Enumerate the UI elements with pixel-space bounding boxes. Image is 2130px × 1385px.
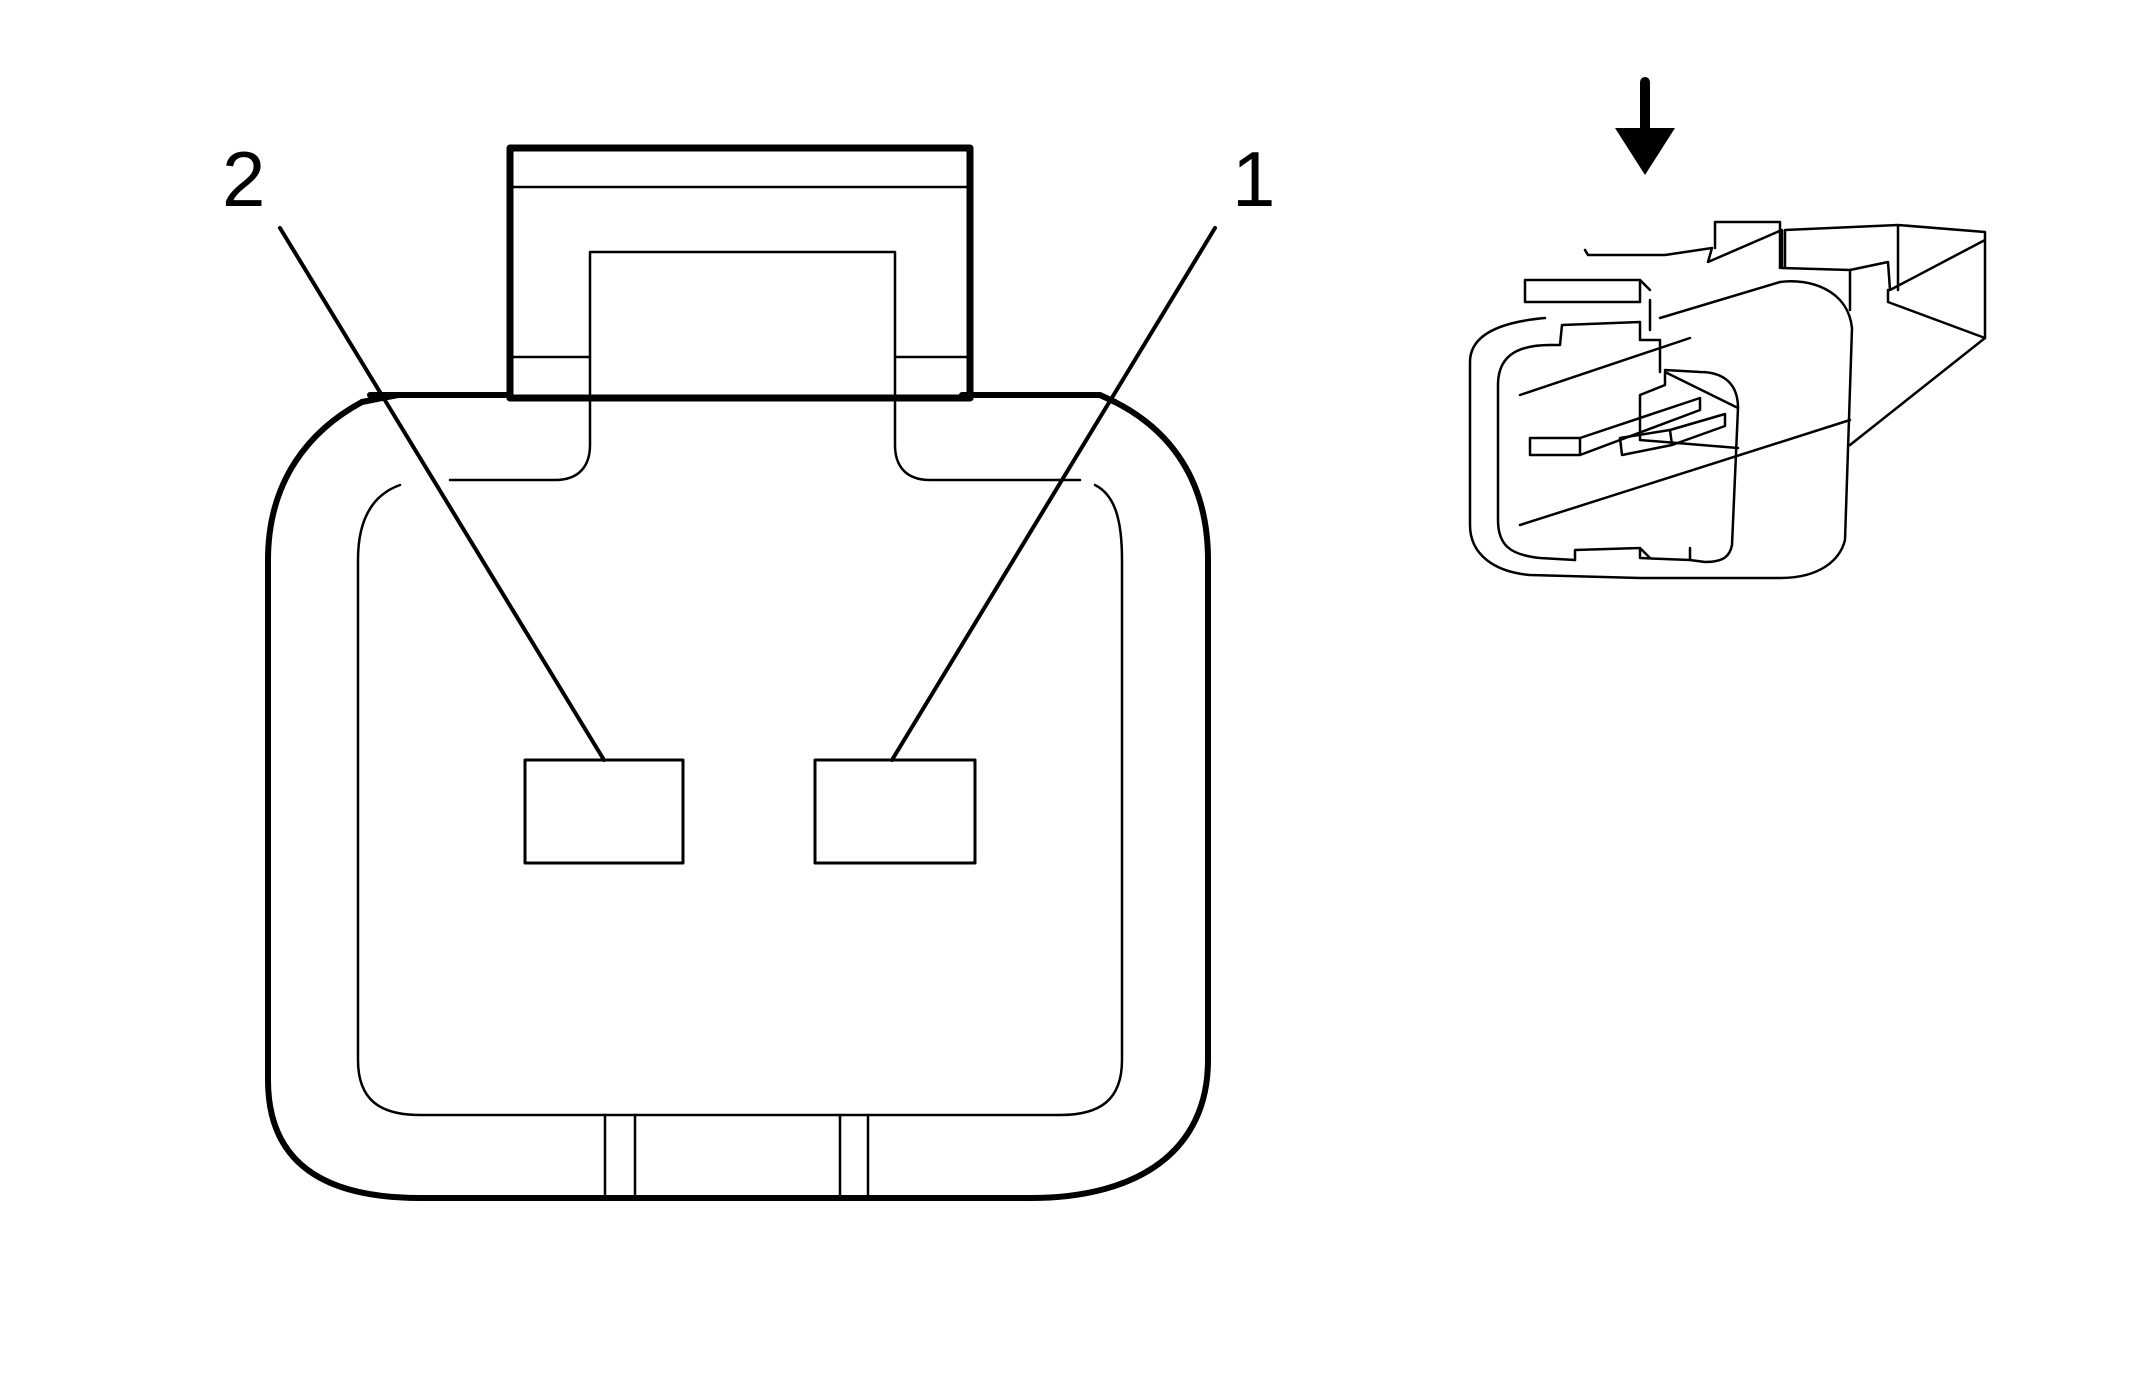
isometric-body-top-ridge bbox=[1713, 220, 1987, 292]
isometric-body-top bbox=[1583, 228, 1987, 340]
connector-housing-outer bbox=[265, 392, 1211, 1201]
connector-inner-cavity bbox=[356, 250, 1124, 1117]
terminal-cavity-pin-1 bbox=[813, 758, 977, 865]
connector-housing-top-right bbox=[962, 392, 1118, 405]
leader-line-pin-1 bbox=[890, 226, 1217, 762]
pin-label-2: 2 bbox=[222, 135, 265, 223]
bottom-keyway bbox=[603, 1113, 870, 1200]
connector-housing-top-left bbox=[359, 392, 513, 405]
terminal-cavity-pin-2 bbox=[523, 758, 685, 865]
connector-isometric-view bbox=[1468, 77, 1987, 580]
isometric-cavity-depth bbox=[1518, 336, 1852, 527]
isometric-frame-inner bbox=[1496, 343, 1740, 564]
leader-line-pin-2 bbox=[278, 226, 606, 762]
view-direction-arrow-icon bbox=[1615, 128, 1675, 175]
isometric-latch bbox=[1523, 278, 1652, 332]
pin-label-1: 1 bbox=[1232, 135, 1275, 223]
isometric-terminal-2 bbox=[1618, 412, 1727, 457]
isometric-terminal-1 bbox=[1528, 396, 1702, 457]
isometric-frame-notch bbox=[1548, 320, 1692, 562]
isometric-body-side bbox=[1848, 268, 1987, 447]
isometric-frame-outer bbox=[1468, 280, 1854, 580]
connector-face-view bbox=[265, 144, 1217, 1201]
locking-tab bbox=[506, 144, 974, 402]
